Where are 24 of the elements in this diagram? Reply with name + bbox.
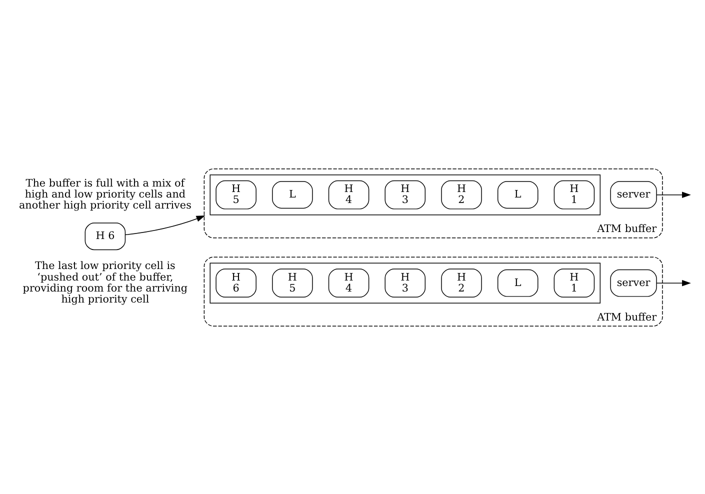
node-box: H 6 — [216, 268, 256, 298]
node-box: L — [497, 268, 538, 296]
arrow — [656, 279, 691, 286]
cluster — [210, 262, 601, 303]
node-box: H 1 — [554, 268, 595, 298]
node-box: server — [610, 180, 657, 208]
node-box: H 6 — [84, 222, 126, 250]
node-box: H 5 — [272, 268, 313, 298]
node-box: server — [610, 268, 657, 296]
node-box: L — [497, 180, 538, 208]
node-box: H 1 — [554, 180, 595, 209]
arrow — [124, 215, 206, 235]
label: The last low priority cell is ‘pushed out’ of the buffer, providing room for the arriving high priority cell — [22, 260, 188, 306]
node-box: H 4 — [328, 180, 370, 209]
cluster — [210, 174, 601, 215]
node-box: L — [272, 180, 313, 208]
arrow — [656, 191, 691, 198]
node-box: H 5 — [216, 180, 256, 209]
node-box: H 2 — [441, 268, 482, 298]
label: The buffer is full with a mix of high and low priority cells and another high priority cell arrives — [19, 176, 192, 212]
node-box: H 4 — [328, 268, 370, 298]
node-box: H 2 — [441, 180, 482, 209]
node-box: H 3 — [384, 180, 426, 209]
node-box: H 3 — [384, 268, 426, 298]
